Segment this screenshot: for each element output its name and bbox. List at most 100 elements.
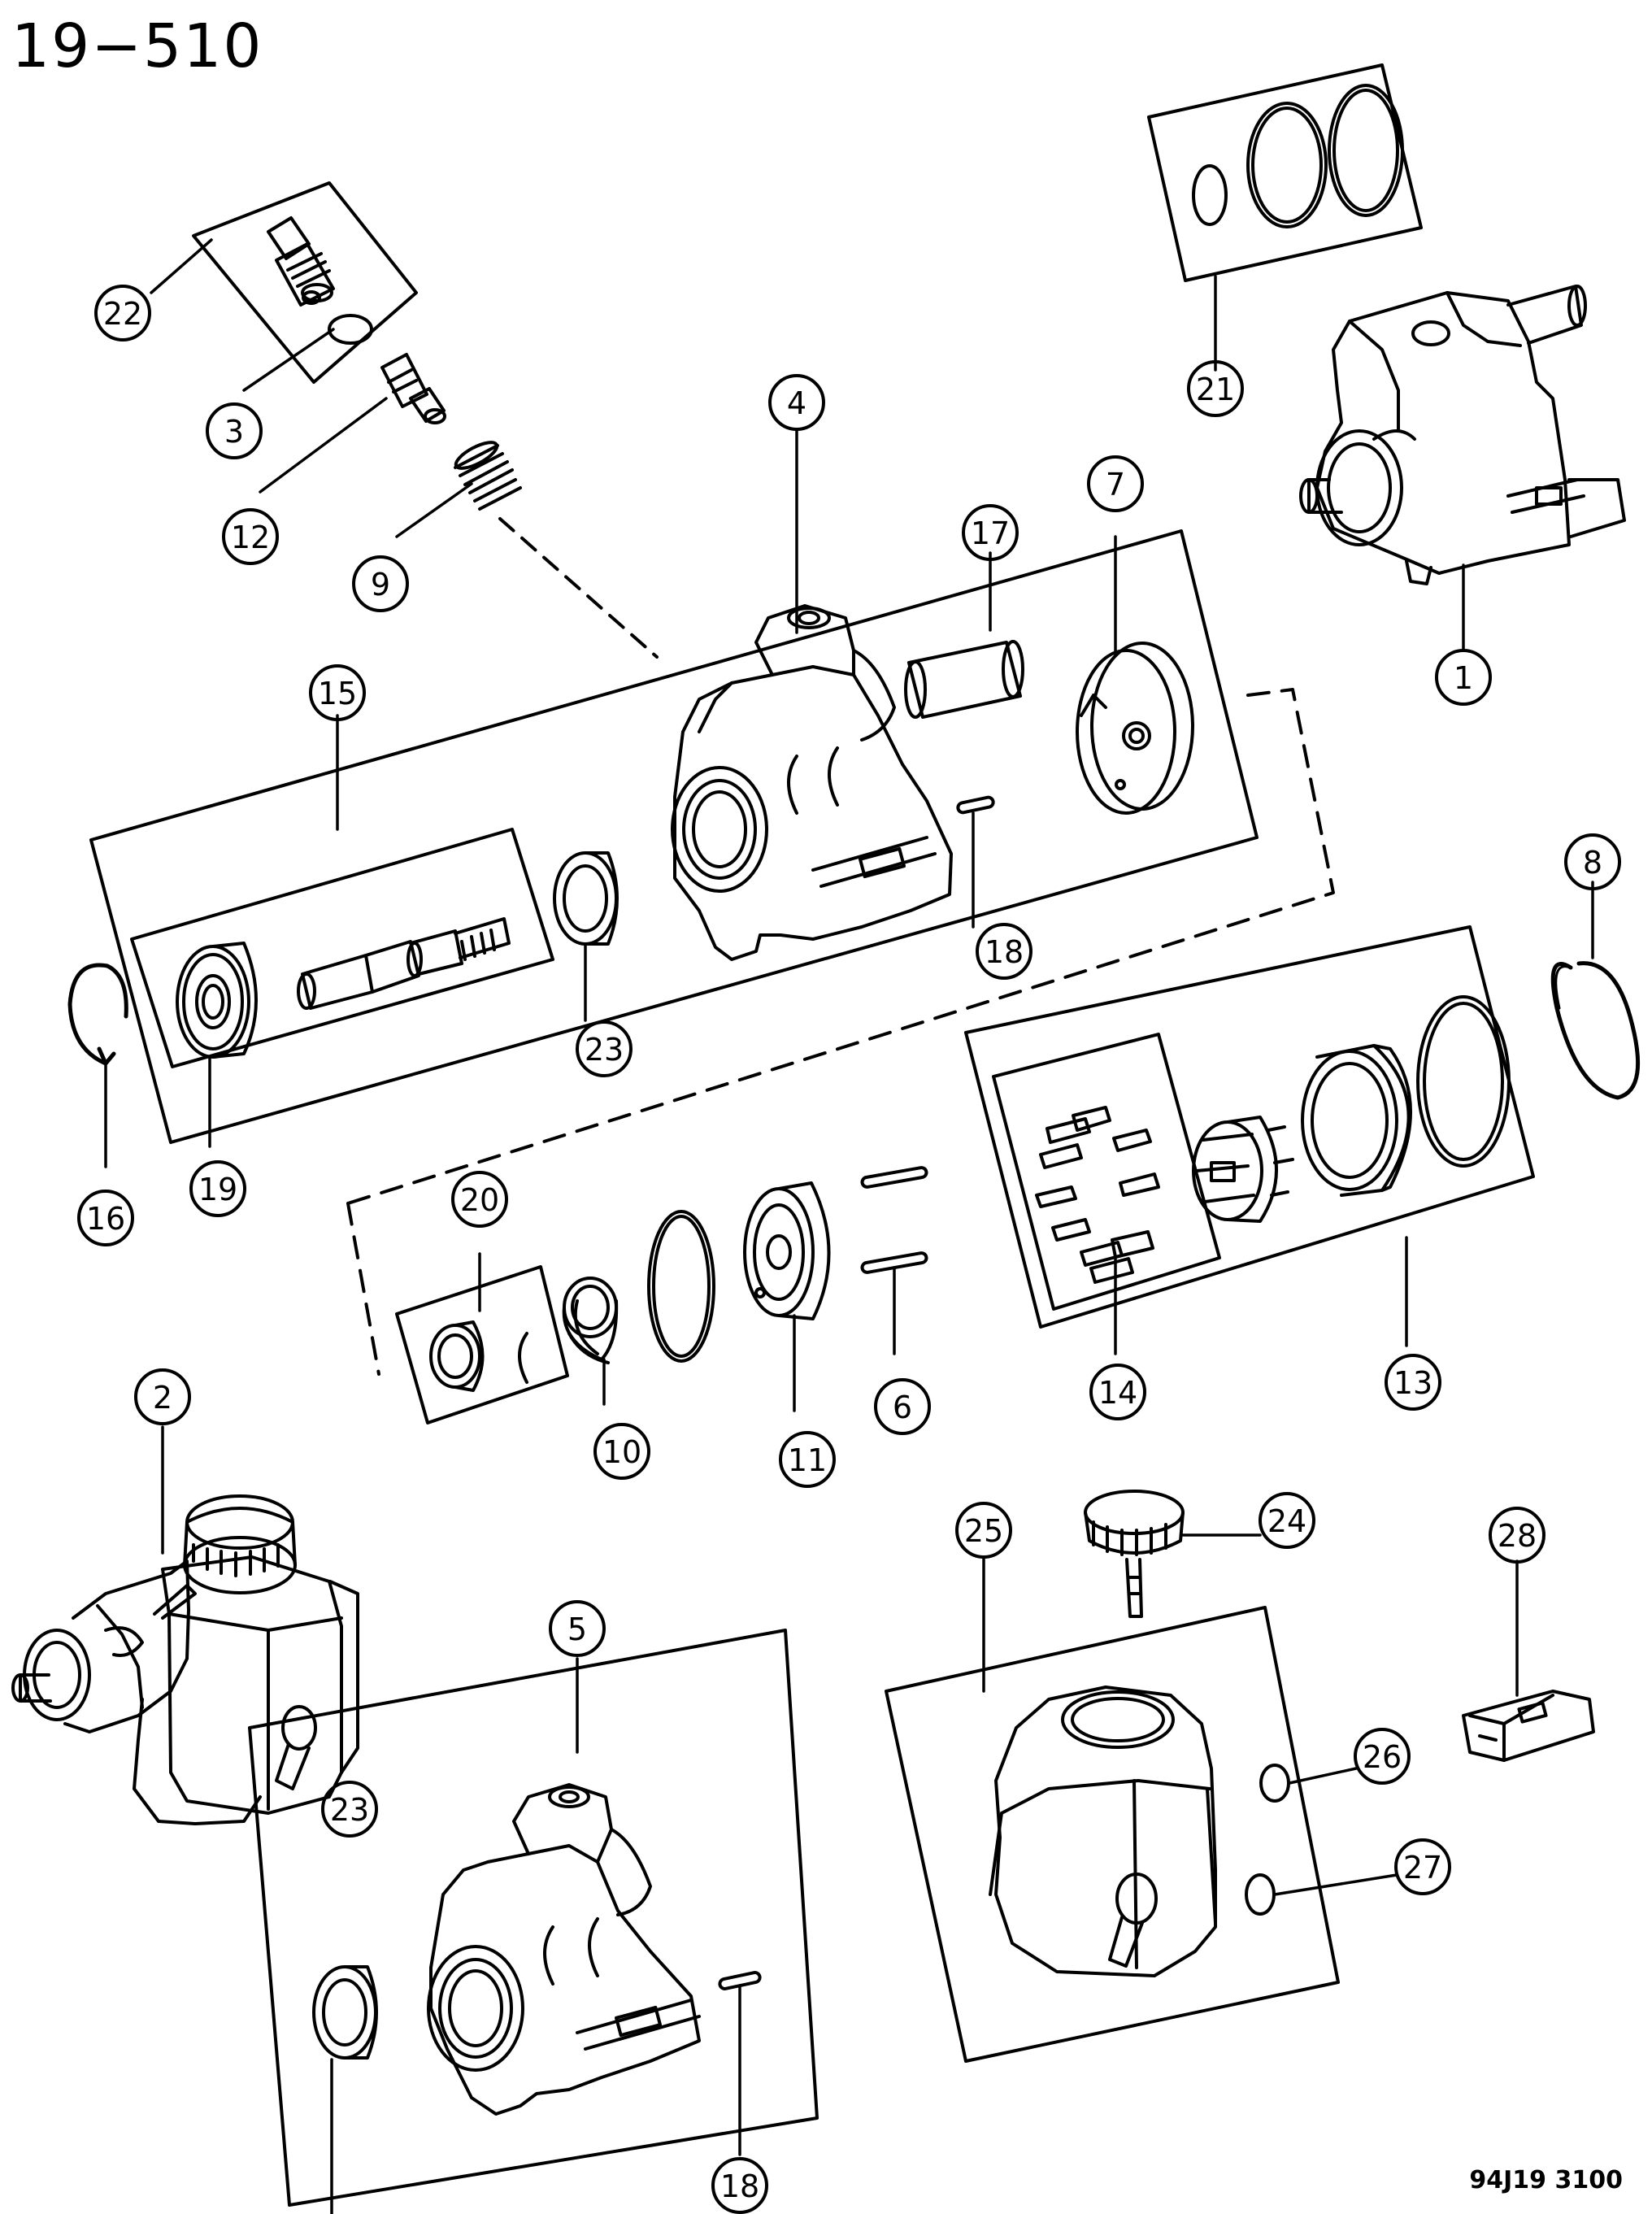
- part-15-shaft: [297, 917, 511, 1010]
- svg-text:4: 4: [787, 385, 806, 421]
- svg-text:27: 27: [1403, 1850, 1442, 1886]
- callout-17: 17: [962, 504, 1019, 561]
- part-24-reservoir-cap: [1084, 1490, 1185, 1618]
- svg-text:26: 26: [1363, 1739, 1402, 1775]
- part-8-snap-ring: [1550, 961, 1641, 1100]
- kit-frame-13: [964, 925, 1535, 1329]
- svg-text:11: 11: [788, 1442, 827, 1478]
- part-4-pump-housing: [671, 604, 953, 961]
- svg-text:28: 28: [1498, 1518, 1537, 1554]
- part-1-pump-assembly: [1299, 285, 1626, 585]
- callout-7: 7: [1087, 455, 1144, 512]
- callout-23-upper: 23: [576, 1020, 633, 1077]
- part-22-valve-fitting: [267, 216, 335, 307]
- part-25-reservoir: [989, 1686, 1217, 1977]
- callout-11: 11: [779, 1431, 836, 1488]
- callout-16: 16: [77, 1190, 134, 1246]
- svg-text:22: 22: [103, 296, 142, 332]
- callout-10: 10: [593, 1423, 650, 1480]
- part-26-o-ring: [1259, 1764, 1290, 1803]
- part-10-o-ring: [647, 1210, 715, 1363]
- svg-text:18: 18: [720, 2168, 759, 2204]
- svg-text:18: 18: [985, 934, 1024, 970]
- svg-text:15: 15: [318, 676, 357, 711]
- part-28-bracket: [1462, 1690, 1595, 1762]
- svg-text:17: 17: [971, 515, 1010, 551]
- callout-13: 13: [1385, 1354, 1441, 1411]
- part-13-cam-ring: [1301, 1044, 1412, 1197]
- callout-22: 22: [94, 285, 151, 341]
- callout-28: 28: [1489, 1507, 1545, 1564]
- part-12-valve-piston: [380, 353, 446, 424]
- kit-frame-20: [395, 1265, 569, 1425]
- part-14-vane-set: [1035, 1106, 1160, 1284]
- part-21-seal-kit: [1192, 84, 1404, 228]
- callout-18-upper: 18: [976, 923, 1032, 980]
- part-23-seal-upper: [553, 851, 619, 946]
- part-17-pin: [904, 640, 1024, 719]
- part-18-pin-upper: [956, 795, 995, 815]
- callout-3: 3: [206, 402, 263, 459]
- part-7-pressure-plate: [1076, 642, 1194, 815]
- kit-frame-25: [885, 1606, 1340, 2063]
- part-5-pump-housing: [427, 1783, 701, 2116]
- part-16-retaining-ring: [67, 963, 128, 1066]
- kit-frame-14: [992, 1033, 1221, 1311]
- callout-24: 24: [1259, 1492, 1315, 1549]
- svg-text:6: 6: [893, 1390, 912, 1425]
- callout-8: 8: [1564, 833, 1621, 890]
- callout-12: 12: [222, 508, 279, 565]
- part-19-bearing: [176, 942, 258, 1059]
- leader-lines: [104, 238, 1594, 2214]
- svg-text:3: 3: [224, 414, 244, 450]
- page-code: 19−510: [11, 11, 263, 81]
- part-23-seal-lower: [312, 1965, 378, 2060]
- svg-text:13: 13: [1393, 1365, 1432, 1401]
- callout-1: 1: [1435, 649, 1492, 706]
- part-2-pump-with-reservoir: [11, 1494, 359, 1825]
- svg-text:8: 8: [1583, 845, 1602, 881]
- svg-text:5: 5: [567, 1612, 587, 1647]
- callout-27: 27: [1394, 1838, 1451, 1895]
- part-6-pin-upper: [860, 1166, 928, 1189]
- callout-14: 14: [1089, 1364, 1146, 1420]
- part-20-seal-kit: [429, 1320, 528, 1392]
- kit-frame-21: [1147, 63, 1423, 282]
- callout-21: 21: [1187, 360, 1244, 417]
- kit-frame-22: [192, 181, 418, 384]
- callout-19: 19: [189, 1160, 246, 1217]
- callout-25: 25: [955, 1502, 1012, 1559]
- assembly-dash-line-9: [498, 517, 659, 659]
- callout-6: 6: [874, 1378, 931, 1435]
- svg-text:12: 12: [231, 520, 270, 555]
- kit-frame-5: [248, 1629, 819, 2207]
- svg-text:2: 2: [153, 1380, 172, 1416]
- figure-code: 94J19 3100: [1469, 2166, 1623, 2194]
- svg-text:7: 7: [1106, 467, 1125, 502]
- svg-text:16: 16: [86, 1201, 125, 1237]
- part-13-o-ring: [1416, 995, 1511, 1168]
- kit-frame-4: [89, 529, 1259, 1144]
- callout-2: 2: [134, 1368, 191, 1425]
- svg-text:10: 10: [602, 1434, 641, 1470]
- callout-5: 5: [549, 1600, 606, 1657]
- callout-9: 9: [352, 555, 409, 612]
- svg-text:1: 1: [1454, 660, 1473, 696]
- callout-26: 26: [1354, 1728, 1411, 1785]
- callout-15: 15: [309, 664, 366, 721]
- part-11-thrust-plate: [743, 1181, 831, 1320]
- part-9-spring: [454, 441, 522, 511]
- part-27-seal: [1245, 1873, 1276, 1916]
- part-10-spring: [562, 1277, 619, 1364]
- assembly-dash-line-main: [340, 688, 1335, 1376]
- svg-text:20: 20: [460, 1182, 499, 1218]
- svg-text:9: 9: [371, 567, 390, 602]
- part-13-rotor: [1192, 1116, 1294, 1223]
- svg-text:25: 25: [964, 1513, 1003, 1549]
- svg-text:14: 14: [1098, 1375, 1137, 1411]
- callout-4: 4: [768, 374, 825, 431]
- callout-20: 20: [451, 1171, 508, 1228]
- svg-text:21: 21: [1196, 372, 1235, 407]
- part-3-o-ring: [328, 314, 373, 345]
